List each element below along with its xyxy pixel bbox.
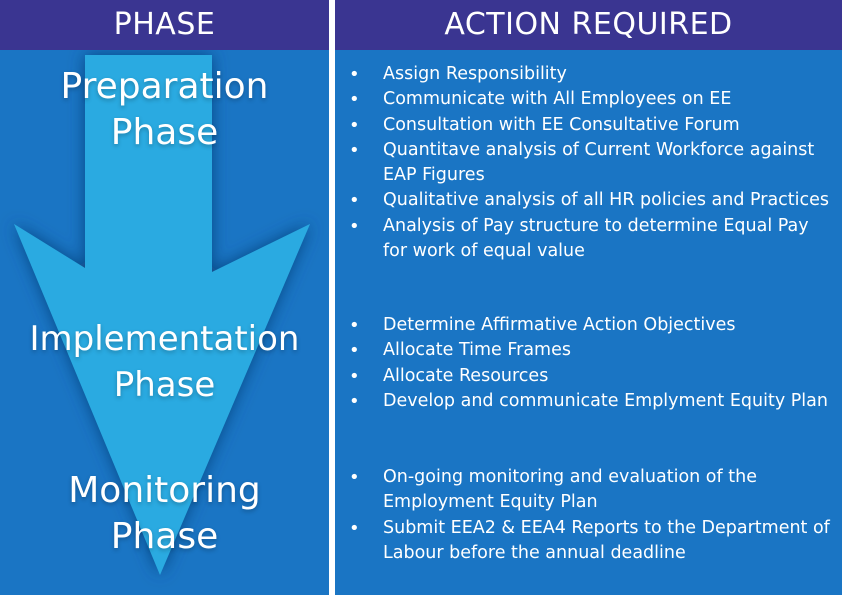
phase-label-implementation: Implementation Phase <box>0 316 329 408</box>
list-item: Analysis of Pay structure to determine E… <box>335 214 842 265</box>
list-item: Qualitative analysis of all HR policies … <box>335 188 842 214</box>
list-item: Allocate Resources <box>335 364 842 390</box>
list-item: Quantitave analysis of Current Workforce… <box>335 138 842 189</box>
list-item: Develop and communicate Emplyment Equity… <box>335 389 842 415</box>
list-item: Submit EEA2 & EEA4 Reports to the Depart… <box>335 516 842 567</box>
list-item: On-going monitoring and evaluation of th… <box>335 465 842 516</box>
monitoring-actions-list: On-going monitoring and evaluation of th… <box>335 465 842 566</box>
list-item: Assign Responsibility <box>335 62 842 88</box>
phase-label-monitoring: Monitoring Phase <box>0 468 329 560</box>
phase-label-line: Phase <box>110 516 219 557</box>
arrow-shape <box>14 55 310 575</box>
down-arrow-graphic <box>14 55 310 575</box>
phase-label-line: Phase <box>110 112 219 153</box>
action-header: ACTION REQUIRED <box>335 0 842 50</box>
list-item: Determine Affirmative Action Objectives <box>335 313 842 339</box>
implementation-actions-list: Determine Affirmative Action Objectives … <box>335 313 842 414</box>
phase-label-line: Phase <box>113 365 216 405</box>
preparation-actions-list: Assign Responsibility Communicate with A… <box>335 62 842 264</box>
phase-label-line: Preparation <box>60 66 269 107</box>
phase-column: PHASE Preparation Phase Implementation P… <box>0 0 329 595</box>
list-item: Allocate Time Frames <box>335 338 842 364</box>
phase-header: PHASE <box>0 0 329 50</box>
phase-label-line: Implementation <box>29 319 300 359</box>
phase-label-line: Monitoring <box>68 470 261 511</box>
phase-label-preparation: Preparation Phase <box>0 64 329 156</box>
list-item: Communicate with All Employees on EE <box>335 87 842 113</box>
list-item: Consultation with EE Consultative Forum <box>335 113 842 139</box>
action-column: ACTION REQUIRED Assign Responsibility Co… <box>335 0 842 595</box>
